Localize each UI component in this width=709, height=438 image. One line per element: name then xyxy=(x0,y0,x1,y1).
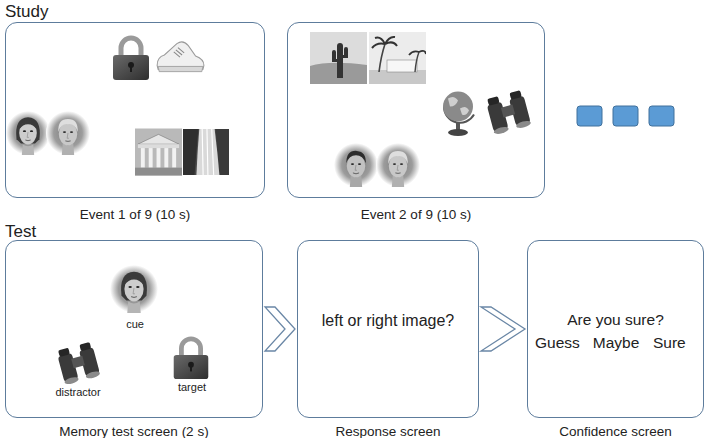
screen-text: Sure xyxy=(653,334,698,353)
scene-image xyxy=(369,32,426,84)
padlock-image xyxy=(174,339,209,379)
ellipsis-square xyxy=(649,106,674,126)
event-frame: Event 1 of 9 (10 s) xyxy=(5,22,265,198)
globe-image xyxy=(443,92,474,137)
cue-face-image xyxy=(110,265,158,313)
section-heading: Test xyxy=(5,222,36,242)
frame-caption: Response screen xyxy=(297,424,479,438)
frame-caption: Confidence screen xyxy=(527,424,704,438)
shoe-image xyxy=(157,42,204,72)
frame-caption: Memory test screen (2 s) xyxy=(5,424,263,438)
scene-image xyxy=(135,129,182,176)
section-heading: Study xyxy=(5,2,48,22)
screen-frame: cuedistractortargetMemory test screen (2… xyxy=(5,240,263,418)
frame-caption: Event 2 of 9 (10 s) xyxy=(287,207,545,223)
face-image xyxy=(376,143,420,187)
screen-text: distractor xyxy=(43,386,113,399)
face-image xyxy=(46,111,90,155)
face-image xyxy=(6,111,50,155)
scene-image xyxy=(183,129,229,175)
binoculars-image xyxy=(56,342,100,386)
screen-text: left or right image? xyxy=(297,311,479,330)
ellipsis-square xyxy=(613,106,638,126)
screen-text: cue xyxy=(105,318,165,331)
screen-text: target xyxy=(167,381,217,394)
chevron-arrow xyxy=(481,307,525,351)
scene-image xyxy=(310,32,367,84)
ellipsis-square xyxy=(577,106,602,126)
chevron-arrow xyxy=(265,307,295,351)
frame-caption: Event 1 of 9 (10 s) xyxy=(5,207,265,223)
event-frame: Event 2 of 9 (10 s) xyxy=(287,22,545,198)
screen-text: Are you sure? xyxy=(527,311,704,330)
screen-frame: Are you sure?GuessMaybeSureConfidence sc… xyxy=(527,240,704,418)
padlock-image xyxy=(113,38,149,80)
screen-text: Guess xyxy=(535,334,585,353)
binoculars-image xyxy=(485,90,531,136)
screen-frame: left or right image?Response screen xyxy=(297,240,479,418)
face-image xyxy=(334,143,378,187)
screen-text: Maybe xyxy=(589,334,643,353)
